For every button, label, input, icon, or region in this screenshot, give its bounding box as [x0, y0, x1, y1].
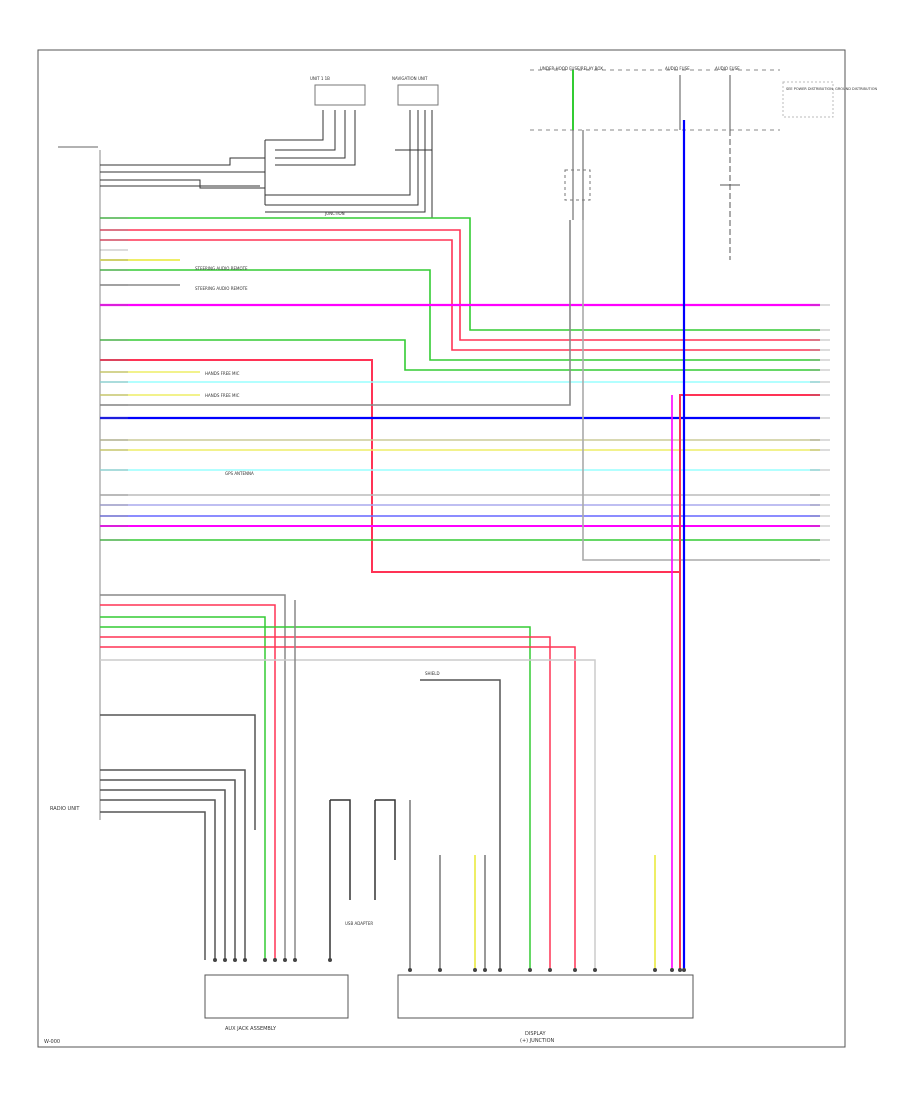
junction-label: JUNCTION: [324, 211, 345, 216]
fuse-box-right: AUDIO FUSE: [715, 66, 740, 71]
hands-free-2: HANDS FREE MIC: [205, 393, 240, 398]
fuse-box-left: UNDER-HOOD FUSE/RELAY BOX: [540, 66, 603, 71]
top-connector-left: UNIT 1 1B: [310, 76, 330, 81]
connector-pin-ticks: [100, 217, 128, 541]
blue-trunk: [671, 120, 686, 970]
right-edge-pins: [810, 304, 830, 561]
aux-wiring: [100, 594, 596, 970]
top-connector-right: NAVIGATION UNIT: [392, 76, 428, 81]
radio-unit-connector: [58, 146, 101, 820]
display-connector: [397, 974, 694, 1019]
power-distribution: [530, 69, 780, 260]
bottom-connector-dots: [213, 958, 686, 972]
radio-unit-label: RADIO UNIT: [50, 806, 80, 812]
footer-code: W-000: [44, 1039, 60, 1045]
steering-switch-1: STEERING AUDIO REMOTE: [195, 266, 248, 271]
signal-wires-upper: [100, 217, 820, 573]
top-left-wiring: [100, 84, 439, 219]
aux-jack-assembly: [204, 974, 349, 1019]
display-bottom-label: (+) JUNCTION: [520, 1038, 555, 1044]
usb-adapter: USB ADAPTER: [345, 921, 373, 926]
side-note-block: [782, 81, 834, 118]
shield-label: SHIELD: [425, 671, 440, 676]
hands-free-1: HANDS FREE MIC: [205, 371, 240, 376]
aux-unit-label: AUX JACK ASSEMBLY: [225, 1026, 277, 1032]
display-drops: [409, 800, 656, 970]
side-note: SEE POWER DISTRIBUTION, GROUND DISTRIBUT…: [786, 87, 877, 91]
display-top-label: DISPLAY: [525, 1031, 546, 1037]
gps-antenna: GPS ANTENNA: [225, 471, 254, 476]
fuse-box-mid: AUDIO FUSE: [665, 66, 690, 71]
diagram-frame: [37, 49, 846, 1048]
steering-switch-2: STEERING AUDIO REMOTE: [195, 286, 248, 291]
